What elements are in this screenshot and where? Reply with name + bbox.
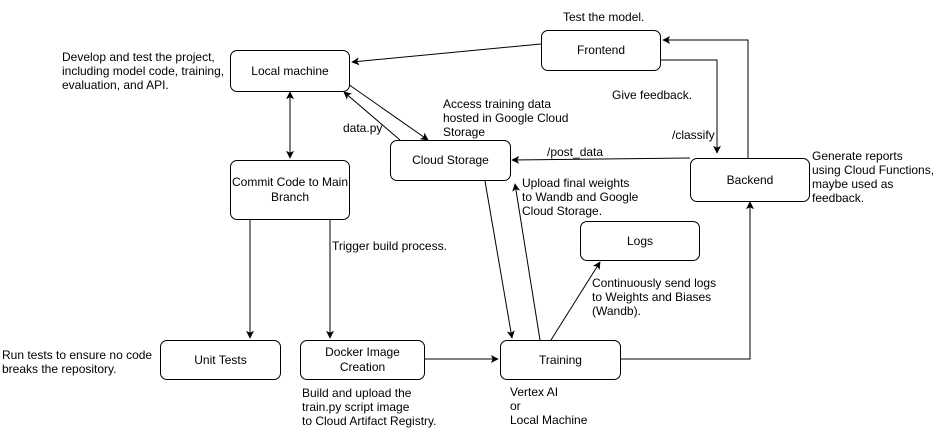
edge-frontend-to-local bbox=[351, 43, 542, 66]
node-local-machine: Local machine bbox=[230, 50, 350, 92]
edge-local-to-storage bbox=[347, 83, 429, 141]
note-post-data: /post_data bbox=[547, 145, 604, 159]
edge-training-to-backend bbox=[621, 201, 754, 360]
node-backend: Backend bbox=[690, 158, 810, 202]
note-send-logs: Continuously send logs to Weights and Bi… bbox=[592, 276, 717, 318]
note-give-feedback: Give feedback. bbox=[612, 88, 693, 102]
note-classify: /classify bbox=[672, 128, 715, 142]
node-training: Training bbox=[500, 340, 621, 380]
note-run-tests: Run tests to ensure no code breaks the r… bbox=[2, 348, 153, 376]
note-build-upload: Build and upload the train.py script ima… bbox=[302, 386, 437, 428]
note-trigger-build: Trigger build process. bbox=[332, 239, 447, 253]
note-access-data: Access training data hosted in Google Cl… bbox=[443, 97, 569, 139]
edge-backend-to-frontend bbox=[662, 36, 749, 158]
edge-storage-to-training bbox=[484, 180, 515, 339]
node-unit-tests: Unit Tests bbox=[160, 340, 281, 380]
node-commit-code: Commit Code to Main Branch bbox=[230, 160, 350, 220]
note-develop: Develop and test the project, including … bbox=[62, 50, 225, 92]
note-generate-reports: Generate reports using Cloud Functions, … bbox=[812, 149, 935, 205]
edge-training-to-logs bbox=[550, 261, 601, 341]
node-cloud-storage: Cloud Storage bbox=[390, 140, 511, 181]
node-frontend: Frontend bbox=[541, 30, 661, 71]
note-test-model: Test the model. bbox=[563, 10, 645, 24]
edge-backend-to-storage bbox=[511, 155, 691, 164]
edge-frontend-to-backend bbox=[660, 59, 721, 154]
note-upload-weights: Upload final weights to Wandb and Google… bbox=[522, 176, 639, 218]
node-docker-image: Docker Image Creation bbox=[300, 340, 425, 380]
note-data-py: data.py bbox=[343, 121, 383, 135]
edge-training-to-storage bbox=[512, 183, 541, 341]
node-logs: Logs bbox=[580, 221, 700, 261]
note-training-platform: Vertex AI or Local Machine bbox=[510, 385, 588, 427]
edge-storage-to-local bbox=[343, 91, 401, 141]
